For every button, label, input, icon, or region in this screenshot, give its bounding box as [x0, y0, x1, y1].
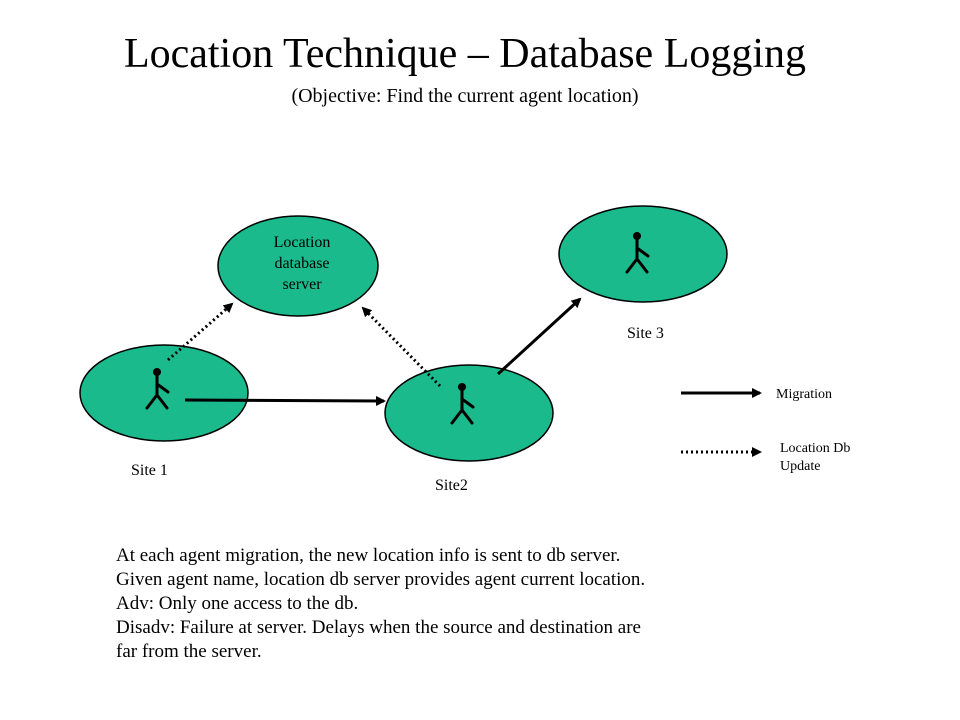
legend-update-label: Location Db Update	[780, 440, 850, 476]
db-update-arrow-site2	[361, 306, 442, 388]
server-label-line-2: database	[274, 255, 330, 272]
server-label-line-3: server	[282, 276, 322, 293]
notes-text-block: At each agent migration, the new locatio…	[116, 544, 816, 664]
note-line-1: At each agent migration, the new locatio…	[116, 545, 621, 566]
migration-arrow-site1-to-site2	[184, 395, 386, 406]
legend-migration-label: Migration	[776, 387, 832, 402]
agent-icon-site2	[450, 383, 475, 425]
note-line-4: Disadv: Failure at server. Delays when t…	[116, 617, 641, 638]
note-line-2: Given agent name, location db server pro…	[116, 569, 646, 590]
location-db-server-label: Location database server	[234, 232, 370, 295]
site-2-node	[384, 364, 554, 462]
server-label-line-1: Location	[273, 234, 331, 251]
page-title: Location Technique – Database Logging	[123, 31, 807, 77]
agent-icon-site1	[145, 368, 170, 410]
agent-icon-site3	[625, 232, 650, 274]
db-update-arrow-site1	[167, 302, 234, 362]
legend-update-line-1: Location Db	[780, 441, 851, 456]
page-subtitle: (Objective: Find the current agent locat…	[291, 85, 639, 107]
site-2-label: Site2	[435, 477, 468, 494]
note-line-3: Adv: Only one access to the db.	[116, 593, 359, 614]
legend-update-line-2: Update	[780, 459, 821, 474]
site-3-label: Site 3	[627, 325, 664, 342]
note-line-5: far from the server.	[116, 641, 262, 662]
site-1-node	[79, 344, 249, 442]
site-1-label: Site 1	[131, 462, 168, 479]
location-db-server-node	[217, 215, 379, 317]
migration-arrow-site2-to-site3	[496, 297, 582, 376]
